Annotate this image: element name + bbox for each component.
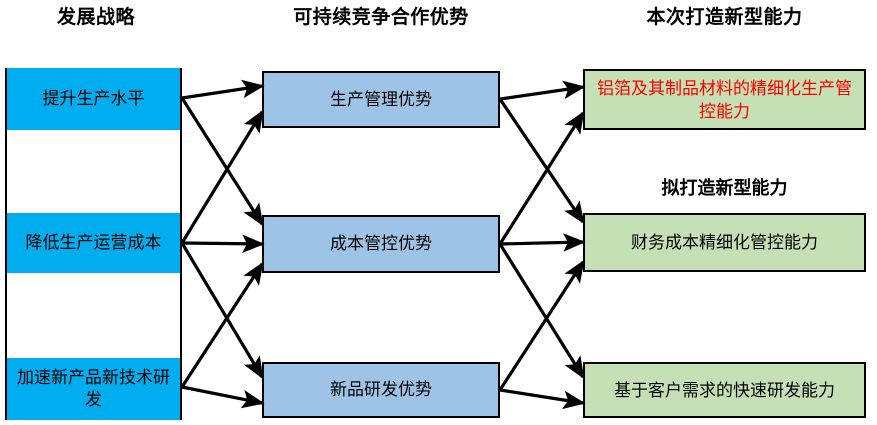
strategy-item-2[interactable]: 加速新产品新技术研发 <box>7 358 180 420</box>
column-header-strategy: 发展战略 <box>56 7 135 28</box>
arrow-1-to-0 <box>180 109 264 244</box>
arrow-0-to-1 <box>498 98 585 225</box>
strategy-group-box: 提升生产水平 降低生产运营成本 加速新产品新技术研发 <box>5 68 182 420</box>
arrow-1-to-2 <box>180 242 264 380</box>
arrow-0-to-0 <box>499 80 586 101</box>
arrow-1-to-1 <box>499 233 586 252</box>
strategy-item-0[interactable]: 提升生产水平 <box>7 68 180 130</box>
arrow-1-to-0 <box>498 110 585 245</box>
arrow-0-to-0 <box>181 79 265 100</box>
column-header-capability: 本次打造新型能力 <box>646 7 803 28</box>
capability-item-2[interactable]: 基于客户需求的快速研发能力 <box>583 362 866 418</box>
strategy-item-1[interactable]: 降低生产运营成本 <box>7 213 180 273</box>
arrow-2-to-2 <box>499 388 586 410</box>
column-header-advantage: 可持续竞争合作优势 <box>293 7 469 28</box>
advantage-item-2[interactable]: 新品研发优势 <box>262 362 500 418</box>
advantage-item-1[interactable]: 成本管控优势 <box>262 215 500 273</box>
arrow-0-to-1 <box>180 97 264 227</box>
arrow-1-to-2 <box>498 243 585 380</box>
arrow-2-to-1 <box>498 259 585 391</box>
arrow-2-to-2 <box>181 385 265 409</box>
advantage-item-0[interactable]: 生产管理优势 <box>262 71 500 128</box>
capability-item-0[interactable]: 铝箔及其制品材料的精细化生产管控能力 <box>583 69 866 130</box>
capability-item-1[interactable]: 财务成本精细化管控能力 <box>583 213 866 272</box>
arrow-2-to-1 <box>180 261 264 388</box>
arrow-1-to-1 <box>181 234 265 254</box>
planned-capability-label: 拟打造新型能力 <box>661 178 788 198</box>
